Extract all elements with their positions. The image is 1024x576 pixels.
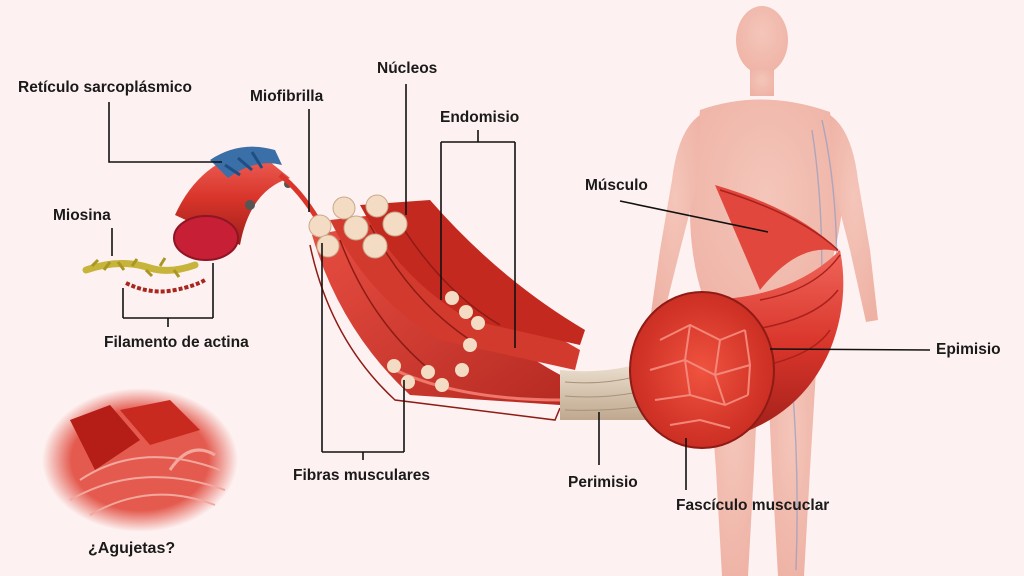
label-fasciculo-muscular: Fascículo muscuclar xyxy=(676,497,830,514)
label-miofibrilla: Miofibrilla xyxy=(250,88,324,105)
label-reticulo-sarcoplasmico: Retículo sarcoplásmico xyxy=(18,79,193,96)
myofibril-bundle xyxy=(173,146,321,261)
agujetas-inset-image xyxy=(42,388,238,532)
leader-fibras xyxy=(321,243,405,460)
label-musculo: Músculo xyxy=(585,177,648,194)
label-perimisio: Perimisio xyxy=(568,474,638,491)
human-body-figure xyxy=(650,6,878,576)
leader-endomisio xyxy=(440,130,516,348)
leader-reticulo xyxy=(108,102,222,163)
leader-actina xyxy=(122,263,214,327)
label-miosina: Miosina xyxy=(53,207,111,224)
myosin-filament xyxy=(82,257,199,278)
whole-muscle xyxy=(629,185,844,449)
fiber-cross-sections xyxy=(308,194,485,392)
leader-epimisio xyxy=(769,348,931,351)
label-filamento-actina: Filamento de actina xyxy=(104,334,249,351)
leader-lines xyxy=(108,84,931,490)
label-epimisio: Epimisio xyxy=(936,341,1001,358)
leader-musculo xyxy=(619,200,769,233)
inset-caption: ¿Agujetas? xyxy=(88,540,176,557)
label-fibras-musculares: Fibras musculares xyxy=(293,467,430,484)
actin-filament xyxy=(125,278,207,294)
label-nucleos: Núcleos xyxy=(377,60,438,77)
label-endomisio: Endomisio xyxy=(440,109,520,126)
muscle-fibers xyxy=(309,200,585,421)
